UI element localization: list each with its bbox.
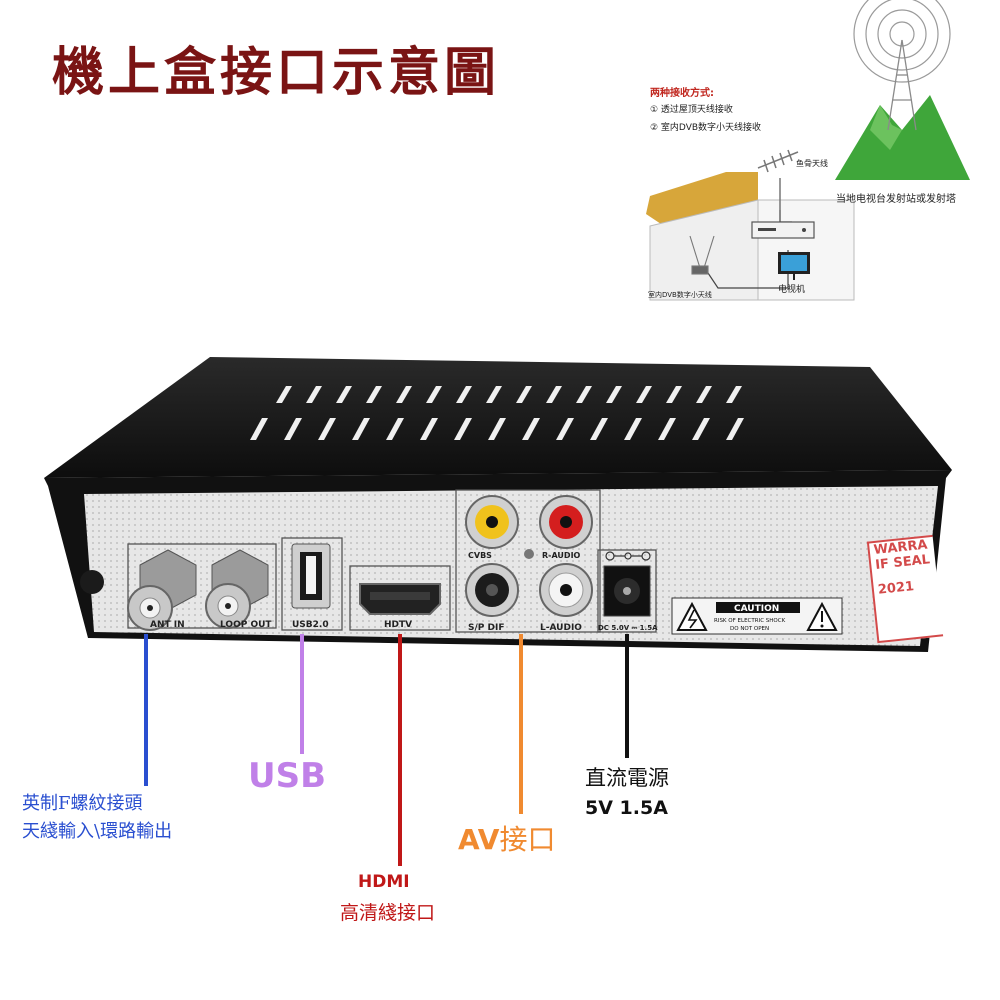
- caution-line-1: RISK OF ELECTRIC SHOCK: [714, 618, 786, 624]
- reception-method-1: ① 透过屋顶天线接收: [650, 105, 733, 115]
- warranty-sticker: WARRA IF SEAL 2021: [866, 534, 944, 644]
- label-l-audio: L-AUDIO: [540, 623, 582, 633]
- label-cvbs: CVBS: [468, 551, 492, 560]
- usb-port: [291, 543, 331, 609]
- callout-f-connector: 英制F螺紋接頭 天綫輸入\環路輸出: [22, 790, 172, 846]
- reception-method-2: ② 室内DVB数字小天线接收: [650, 123, 762, 133]
- yagi-antenna-icon: [757, 149, 799, 210]
- indoor-antenna-icon: [689, 235, 715, 275]
- label-spdif: S/P DIF: [468, 623, 504, 633]
- rca-yellow-video: [465, 495, 519, 549]
- callout-av: AV接口: [458, 818, 555, 858]
- indoor-antenna-label: 室内DVB数字小天线: [648, 291, 712, 299]
- mountain-icon: [835, 95, 970, 180]
- callout-dc-spec: 5V 1.5A: [585, 797, 668, 819]
- broadcast-waves-icon: [853, 0, 951, 83]
- f-connector-loop-out: [205, 549, 269, 629]
- callout-av-desc: 接口: [499, 823, 556, 856]
- label-loop-out: LOOP OUT: [220, 620, 272, 630]
- reception-diagram: [646, 0, 970, 301]
- callout-f-connector-line-2: 天綫輸入\環路輸出: [22, 821, 173, 842]
- label-usb: USB2.0: [292, 620, 329, 630]
- settop-box-icon: [751, 221, 815, 239]
- rca-white-audio: [539, 563, 593, 617]
- label-ant-in: ANT IN: [150, 620, 185, 630]
- dc-power-jack: [603, 565, 651, 617]
- hdmi-port: [359, 583, 441, 615]
- caution-title: CAUTION: [734, 604, 779, 614]
- house-roof-icon: [646, 172, 758, 226]
- page-title: 機上盒接口示意圖: [52, 42, 501, 103]
- vent-slots: [250, 386, 744, 440]
- callout-dc-desc: 直流電源: [585, 766, 669, 790]
- caution-line-2: DO NOT OPEN: [730, 626, 769, 632]
- f-connector-ant-in: [127, 549, 197, 631]
- box-lid: [44, 357, 952, 478]
- label-r-audio: R-AUDIO: [542, 551, 581, 560]
- rca-red-audio: [539, 495, 593, 549]
- tv-label: 电视机: [778, 285, 806, 295]
- tower-label: 当地电视台发射站或发射塔: [836, 194, 956, 205]
- callout-hdmi: HDMI: [358, 872, 410, 892]
- label-hdtv: HDTV: [384, 620, 412, 630]
- screw-icon: [80, 570, 104, 594]
- antenna-label: 鱼骨天线: [796, 159, 828, 168]
- rca-black-spdif: [465, 563, 519, 617]
- callout-av-label: AV: [458, 823, 500, 856]
- reception-methods-heading: 两种接收方式:: [650, 88, 714, 99]
- callout-usb: USB: [248, 756, 327, 796]
- callout-f-connector-line-1: 英制F螺紋接頭: [22, 793, 143, 814]
- callout-hdmi-desc: 高清綫接口: [340, 902, 436, 924]
- polarity-icon: [605, 551, 651, 561]
- transmission-tower-icon: [887, 39, 917, 131]
- lightning-warning-icon: [676, 601, 708, 631]
- label-dc: DC 5.0V ⎓ 1.5A: [598, 624, 658, 632]
